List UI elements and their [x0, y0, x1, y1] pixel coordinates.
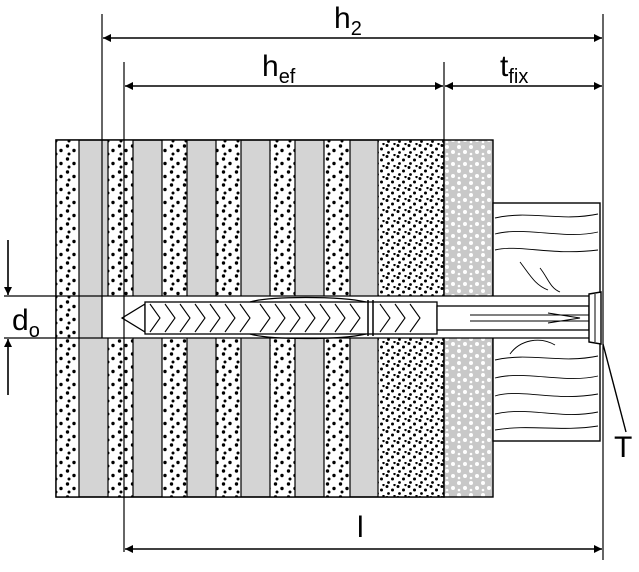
label-tfix: tfix	[500, 50, 528, 88]
extension-lines	[4, 14, 604, 560]
dimension-lines	[3, 34, 602, 553]
label-d0: do	[12, 304, 40, 342]
frame-anchor	[120, 291, 602, 345]
label-h2: h2	[334, 2, 362, 40]
label-hef: hef	[262, 50, 296, 88]
label-T: T	[614, 431, 632, 464]
t-leader-line	[602, 343, 627, 433]
label-l: l	[357, 511, 364, 544]
